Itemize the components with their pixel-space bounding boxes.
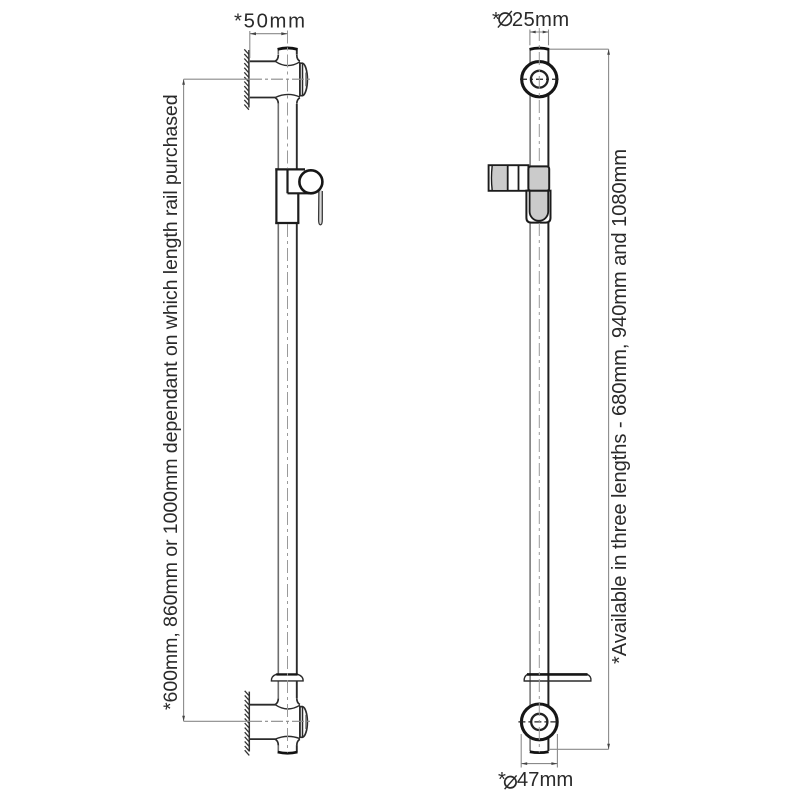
svg-text:*50mm: *50mm (234, 11, 307, 33)
svg-text:*: * (492, 9, 500, 31)
svg-text:*Available in three lengths -: *Available in three lengths - 680mm, 940… (609, 149, 631, 664)
svg-text:47mm: 47mm (517, 769, 573, 791)
svg-text:*: * (498, 769, 506, 791)
svg-text:*600mm, 860mm or 1000mm depend: *600mm, 860mm or 1000mm dependant on whi… (160, 94, 182, 710)
svg-text:25mm: 25mm (512, 9, 570, 31)
